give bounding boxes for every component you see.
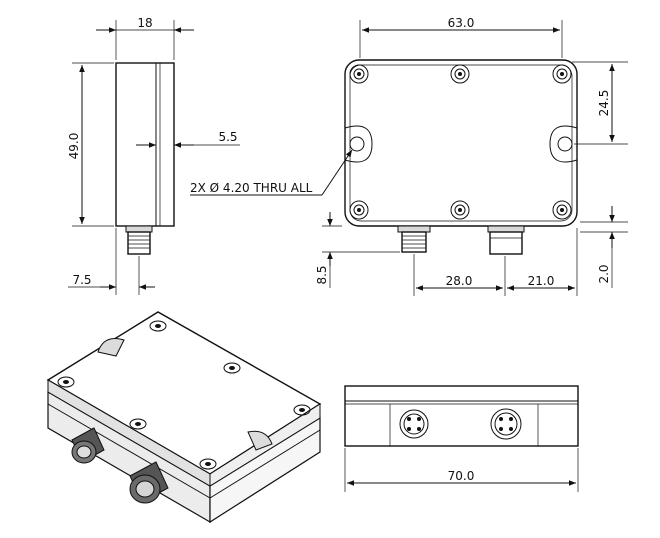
front-view: 70.0 (344, 385, 579, 492)
top-view: 63.0 24.5 2X Ø 4.20 THRU ALL 8.5 28.0 21… (190, 16, 628, 296)
note-hole-callout: 2X Ø 4.20 THRU ALL (190, 181, 313, 195)
side-connector (125, 225, 153, 255)
iso-connector-left (71, 427, 105, 464)
dim-front-width: 70.0 (448, 469, 475, 483)
front-connector-left (399, 409, 429, 439)
dim-side-width: 18 (137, 16, 152, 30)
side-view: 18 49.0 5.5 7.5 (67, 16, 240, 295)
dim-side-step: 5.5 (218, 130, 237, 144)
top-connector-left (397, 225, 431, 253)
mounting-hole-icon (344, 125, 578, 163)
dim-top-conn-to-edge: 21.0 (528, 274, 555, 288)
front-connector-right (490, 408, 522, 440)
dim-top-conn-to-conn: 28.0 (446, 274, 473, 288)
dim-top-hole-spacing: 24.5 (597, 90, 611, 117)
screw-icon (349, 64, 572, 220)
dim-top-connector-height: 8.5 (315, 265, 329, 284)
top-view-body (344, 59, 578, 227)
top-connector-right (487, 225, 525, 255)
isometric-view (46, 311, 322, 524)
dim-top-small-gap: 2.0 (597, 264, 611, 283)
front-view-body (344, 385, 579, 447)
dim-side-height: 49.0 (67, 133, 81, 160)
screw-icon (57, 320, 311, 470)
dim-side-connector-offset: 7.5 (72, 273, 91, 287)
dim-top-width: 63.0 (448, 16, 475, 30)
iso-connector-right (129, 461, 169, 504)
